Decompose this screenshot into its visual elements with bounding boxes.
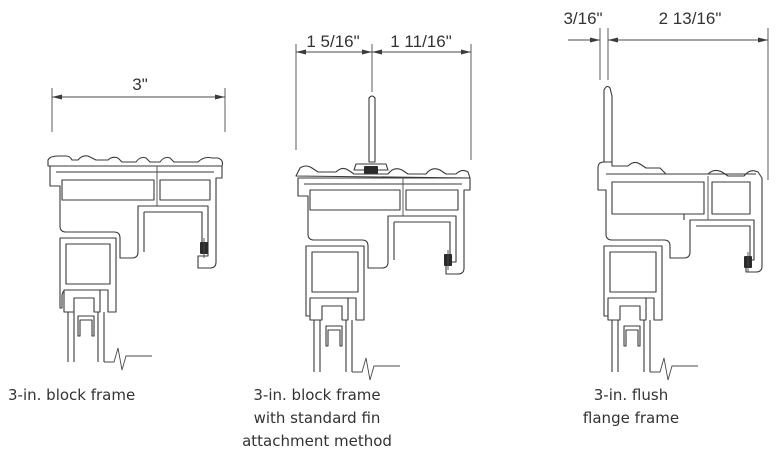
- frame-1-caption: 3-in. block frame: [8, 384, 178, 407]
- frame-2-gasket: [444, 250, 452, 270]
- frame-1-section: 3": [47, 75, 226, 371]
- frame-3-section: 3/16" 2 13/16": [563, 9, 769, 381]
- frame-2-dimension: 1 5/16" 1 11/16": [295, 32, 472, 160]
- frame-2-dim-right: 1 11/16": [390, 32, 452, 51]
- frame-2-section: 1 5/16" 1 11/16": [295, 32, 472, 381]
- frame-2-caption-line-3: attachment method: [242, 432, 392, 450]
- frame-2-dim-left: 1 5/16": [306, 32, 359, 51]
- frame-1-dimension: 3": [51, 75, 226, 132]
- frame-1-caption-line-1: 3-in. block frame: [8, 386, 136, 404]
- frame-3-caption-line-1: 3-in. flush: [593, 386, 669, 404]
- frame-1-gasket: [200, 238, 208, 258]
- frame-3-caption-line-2: flange frame: [582, 409, 680, 427]
- frame-3-dimension: 3/16" 2 13/16": [563, 9, 769, 180]
- frame-2-caption-line-2: with standard fin: [253, 409, 381, 427]
- frame-1-dim-width: 3": [132, 75, 148, 94]
- frame-3-caption: 3-in. flush flange frame: [546, 384, 716, 430]
- frame-2-caption: 3-in. block frame with standard fin atta…: [232, 384, 402, 453]
- frame-3-dim-body: 2 13/16": [659, 9, 722, 28]
- frame-2-caption-line-1: 3-in. block frame: [253, 386, 381, 404]
- frame-3-dim-flange: 3/16": [563, 9, 602, 28]
- frame-3-gasket: [744, 252, 752, 272]
